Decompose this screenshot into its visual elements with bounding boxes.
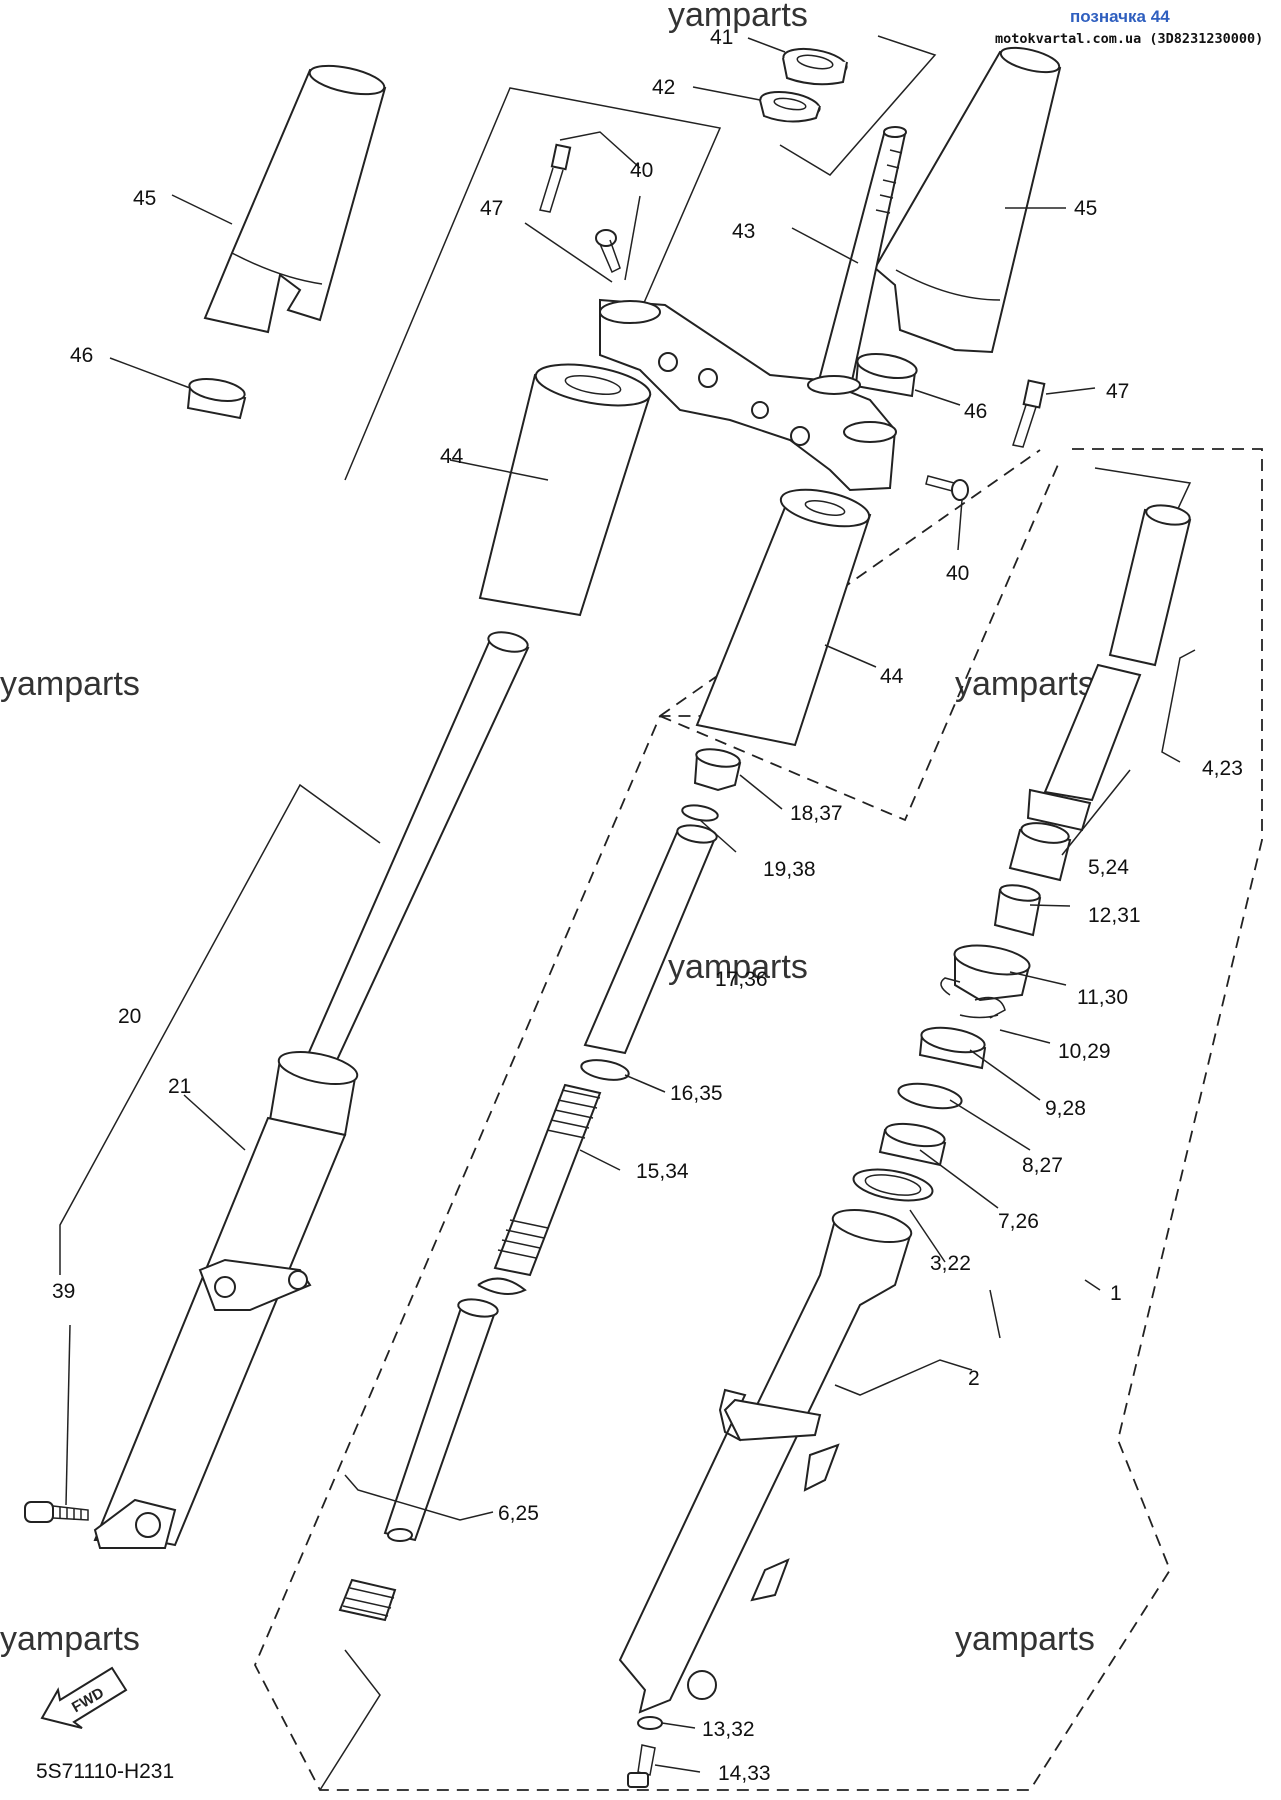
callout-47-left: 47	[480, 197, 503, 220]
callout-40-left: 40	[630, 159, 653, 182]
callout-14-33: 14,33	[718, 1762, 771, 1785]
callout-46-right: 46	[964, 400, 987, 423]
header-subtitle: motokvartal.com.ua (3D8231230000)	[995, 31, 1263, 47]
fork-spring	[493, 1083, 602, 1277]
callout-40-right: 40	[946, 562, 969, 585]
fork-assembly-group-outline	[254, 448, 1263, 1791]
spacer-washer	[580, 1059, 630, 1081]
callout-2: 2	[968, 1367, 980, 1390]
callout-43: 43	[732, 220, 755, 243]
watermark-yamparts: yamparts	[668, 948, 808, 986]
forward-arrow-icon: FWD	[40, 1666, 128, 1729]
cover-guide-ring-left	[186, 378, 247, 420]
callout-1: 1	[1110, 1282, 1122, 1305]
outer-fork-left	[93, 631, 530, 1549]
cover-guide-ring-right	[854, 352, 918, 398]
callout-10-29: 10,29	[1058, 1040, 1111, 1063]
bolt-left-47	[539, 143, 572, 213]
washer	[897, 1082, 963, 1110]
leader-lines	[59, 37, 1196, 1773]
upper-bracket-group-outline	[344, 87, 722, 481]
watermark-yamparts: yamparts	[0, 1620, 140, 1658]
bolt-left-40	[595, 229, 621, 274]
fork-cover-left	[203, 64, 387, 334]
rebound-spring	[338, 1578, 397, 1622]
fork-cover-right	[873, 46, 1062, 354]
stopper-ring	[940, 977, 1006, 1019]
callout-8-27: 8,27	[1022, 1154, 1063, 1177]
callout-13-32: 13,32	[702, 1718, 755, 1741]
slide-bushing-5	[1008, 822, 1072, 882]
callout-5-24: 5,24	[1088, 856, 1129, 879]
spacer-tube	[583, 824, 718, 1055]
callout-7-26: 7,26	[998, 1210, 1039, 1233]
cap-bolt-group-outline	[659, 459, 1061, 822]
fork-tube-sleeve-right	[695, 488, 872, 747]
damper-rod-bolt	[627, 1744, 656, 1788]
seal	[852, 1168, 934, 1202]
diagram-code: 5S71110-H231	[36, 1760, 174, 1783]
callout-44-left: 44	[440, 445, 464, 468]
piston-ring	[477, 1277, 527, 1295]
cap-bolt	[693, 748, 742, 792]
watermark-yamparts: yamparts	[955, 1620, 1095, 1658]
bearing-cover	[759, 90, 821, 123]
ring-nut	[782, 47, 848, 86]
axle-pinch-bolt	[24, 1501, 89, 1523]
bolt-right-47	[1012, 379, 1046, 448]
o-ring	[681, 804, 719, 822]
callout-46-left: 46	[70, 344, 93, 367]
callout-9-28: 9,28	[1045, 1097, 1086, 1120]
inner-tube	[1026, 504, 1192, 832]
callout-19-38: 19,38	[763, 858, 816, 881]
callout-18-37: 18,37	[790, 802, 843, 825]
callout-4-23: 4,23	[1202, 757, 1243, 780]
callout-11-30: 11,30	[1077, 986, 1128, 1009]
header-title: позначка 44	[1070, 7, 1170, 26]
callout-12-31: 12,31	[1088, 904, 1141, 927]
fork-tube-sleeve-left	[478, 363, 652, 617]
callout-42: 42	[652, 76, 675, 99]
inner-tube-group-outline	[659, 449, 1041, 717]
bolt-right-40	[925, 475, 969, 501]
callout-44-right: 44	[880, 665, 904, 688]
callout-20: 20	[118, 1005, 141, 1028]
slide-bushing-12	[993, 884, 1042, 937]
outer-tube	[618, 1208, 913, 1714]
callout-17-36: 17,36	[715, 968, 768, 991]
callout-15-34: 15,34	[636, 1160, 689, 1183]
damper-rod	[383, 1298, 499, 1542]
watermark-yamparts: yamparts	[955, 665, 1095, 703]
callout-6-25: 6,25	[498, 1502, 539, 1525]
drain-washer	[637, 1716, 663, 1730]
under-bracket	[599, 298, 897, 492]
dust-seal	[953, 944, 1031, 1002]
lower-outline	[319, 1649, 381, 1791]
slide-metal	[878, 1122, 947, 1167]
steering-stem-group-outline	[779, 35, 937, 176]
callout-47-right: 47	[1106, 380, 1129, 403]
callout-16-35: 16,35	[670, 1082, 723, 1105]
watermark-yamparts: yamparts	[668, 0, 808, 34]
callout-21: 21	[168, 1075, 191, 1098]
watermark-yamparts: yamparts	[0, 665, 140, 703]
oil-seal	[918, 1026, 987, 1070]
callout-3-22: 3,22	[930, 1252, 971, 1275]
callout-41: 41	[710, 26, 733, 49]
callout-45-right: 45	[1074, 197, 1097, 220]
callout-39: 39	[52, 1280, 75, 1303]
callout-45-left: 45	[133, 187, 156, 210]
